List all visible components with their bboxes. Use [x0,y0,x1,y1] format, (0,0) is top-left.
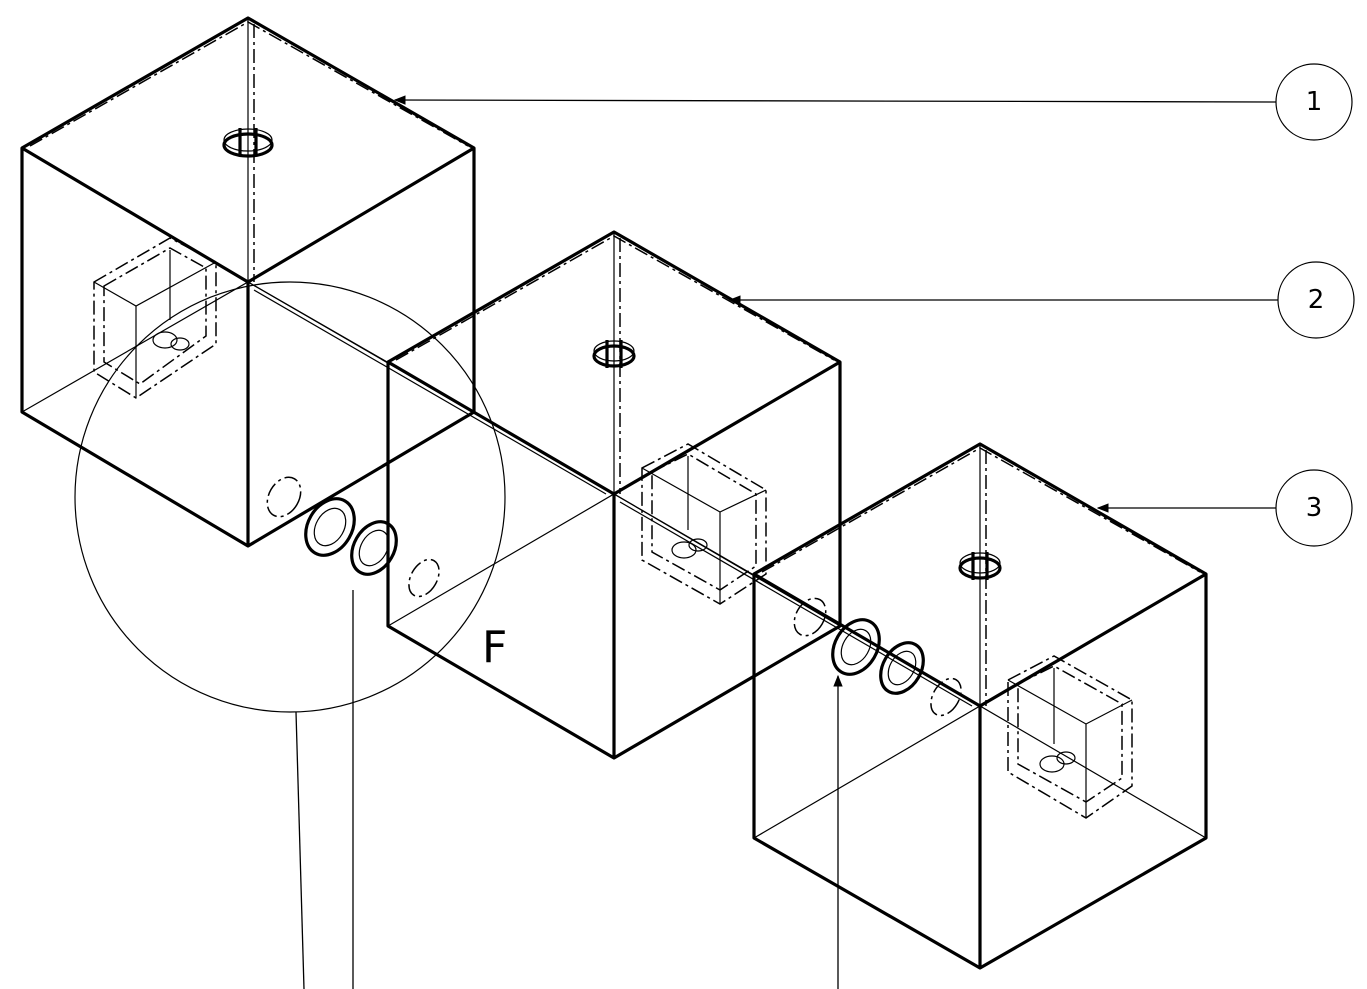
balloon-2-label: 2 [1308,285,1325,315]
view-label-F: F [482,622,507,673]
balloon-3-label: 3 [1306,493,1323,523]
bottom-leaders [295,590,843,989]
detail-view-circle: F [74,281,507,713]
tank-2 [386,230,842,760]
pipe-connection-1-2 [247,281,615,598]
balloon-3: 3 [1096,469,1353,547]
side-box-icon [641,443,767,605]
pipe-connection-2-3 [613,493,981,717]
side-box-icon [1007,655,1133,819]
balloon-1: 1 [393,63,1353,141]
top-port-icon [592,340,636,368]
top-port-icon [958,552,1002,580]
top-port-icon [222,128,274,158]
flange-icon [266,476,440,598]
flange-icon [793,597,962,717]
balloon-2: 2 [728,261,1355,339]
side-box-icon [93,237,217,399]
balloon-1-label: 1 [1306,87,1323,117]
